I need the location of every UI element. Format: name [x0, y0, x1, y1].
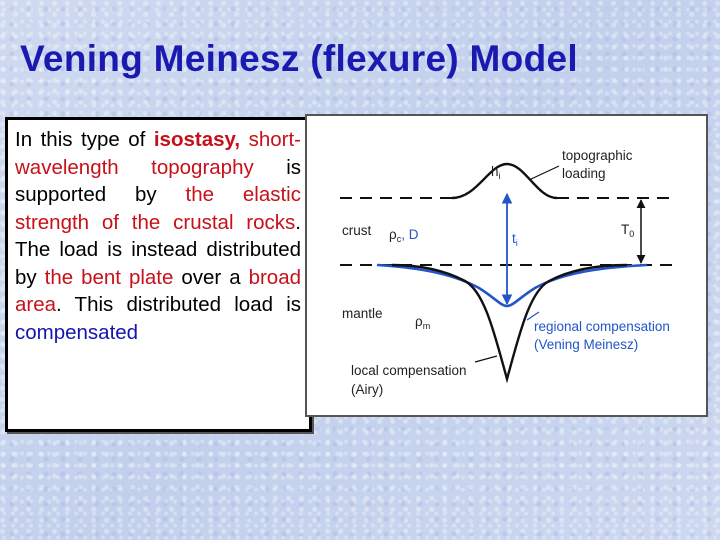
text-run-bent-plate: the bent plate	[44, 265, 174, 289]
label-local-compensation: local compensation	[351, 363, 467, 378]
text-run: is supported by	[15, 155, 301, 207]
label-airy: (Airy)	[351, 382, 383, 397]
text-run-topography: short-wavelength topography	[15, 128, 301, 179]
label-loading: loading	[562, 166, 606, 181]
text-run: . The load is instead distributed by	[15, 210, 301, 289]
label-topographic: topographic	[562, 148, 633, 163]
label-vening-meinesz: (Vening Meinesz)	[534, 337, 638, 352]
description-text: In this type of isostasy, short-waveleng…	[15, 126, 301, 346]
label-mantle: mantle	[342, 306, 383, 321]
regional-compensation-curve	[376, 263, 648, 308]
text-run-compensated: compensated	[15, 320, 139, 344]
slide-title: Vening Meinesz (flexure) Model	[20, 38, 578, 79]
flexure-diagram-svg: hi topographic loading crust ρc, D ti T0…	[340, 148, 677, 397]
loading-pointer	[528, 165, 560, 181]
text-run: In this type of	[15, 128, 154, 151]
local-compensation-curve	[391, 263, 628, 384]
description-box: In this type of isostasy, short-waveleng…	[5, 117, 312, 432]
local-pointer	[474, 355, 498, 363]
text-run: . This distributed load is	[56, 293, 301, 316]
label-rho-c-d: ρc, D	[389, 227, 419, 244]
label-t: ti	[512, 231, 518, 248]
label-regional-compensation: regional compensation	[534, 319, 670, 334]
text-run-broad-area: broad area	[15, 265, 301, 317]
topographic-load-curve	[451, 162, 558, 200]
flexure-diagram: hi topographic loading crust ρc, D ti T0…	[305, 114, 708, 417]
text-run-elastic-strength: the elastic strength of the crustal rock…	[15, 183, 301, 234]
label-h: hi	[491, 164, 501, 181]
label-T0: T0	[621, 222, 634, 239]
label-rho-m: ρm	[415, 314, 430, 331]
label-crust: crust	[342, 223, 372, 238]
text-run-isostasy: isostasy,	[153, 128, 241, 151]
text-run: over a	[173, 265, 249, 289]
regional-pointer	[526, 311, 540, 321]
